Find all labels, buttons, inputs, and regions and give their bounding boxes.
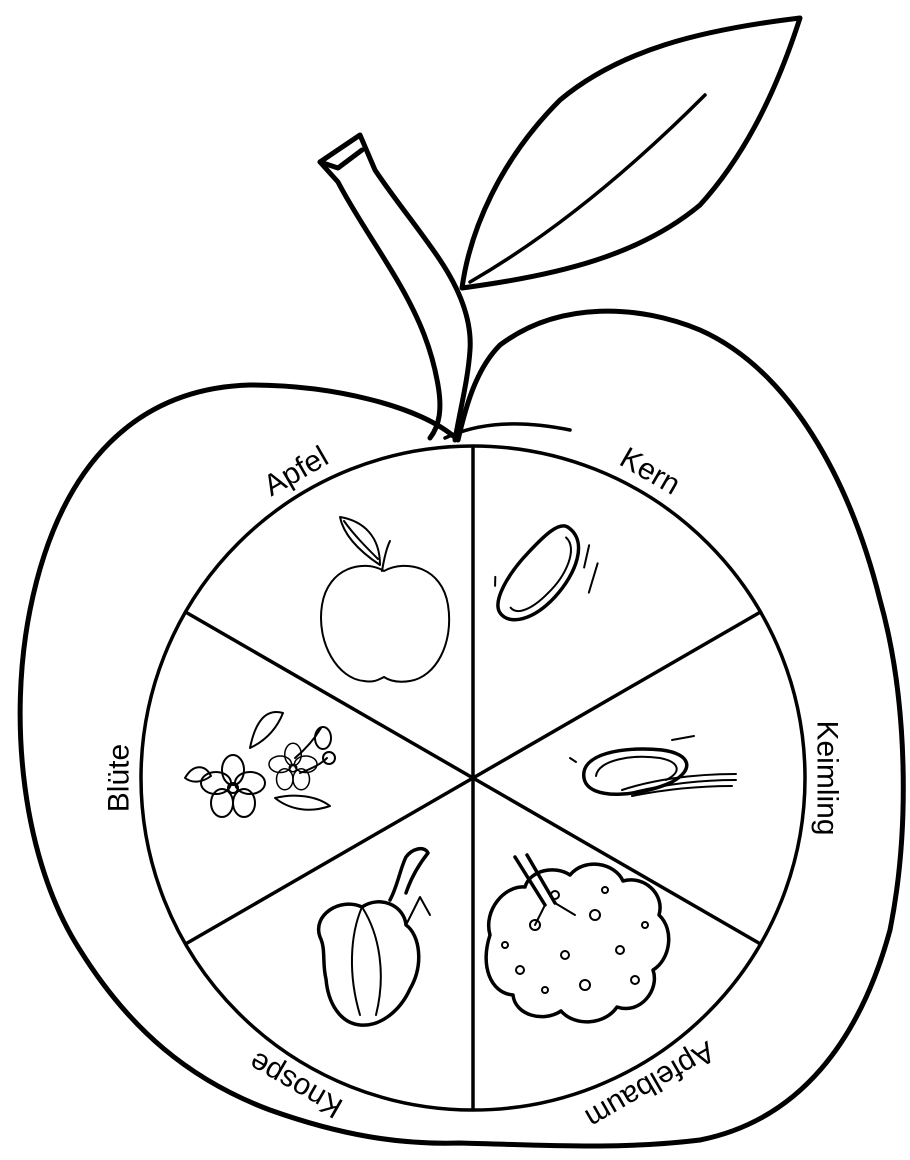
segment-label-keimling: Keimling [811, 720, 844, 835]
leaf-outline [462, 18, 800, 288]
segment-label-bluete: Blüte [103, 744, 136, 812]
leaf-vein [470, 95, 705, 282]
